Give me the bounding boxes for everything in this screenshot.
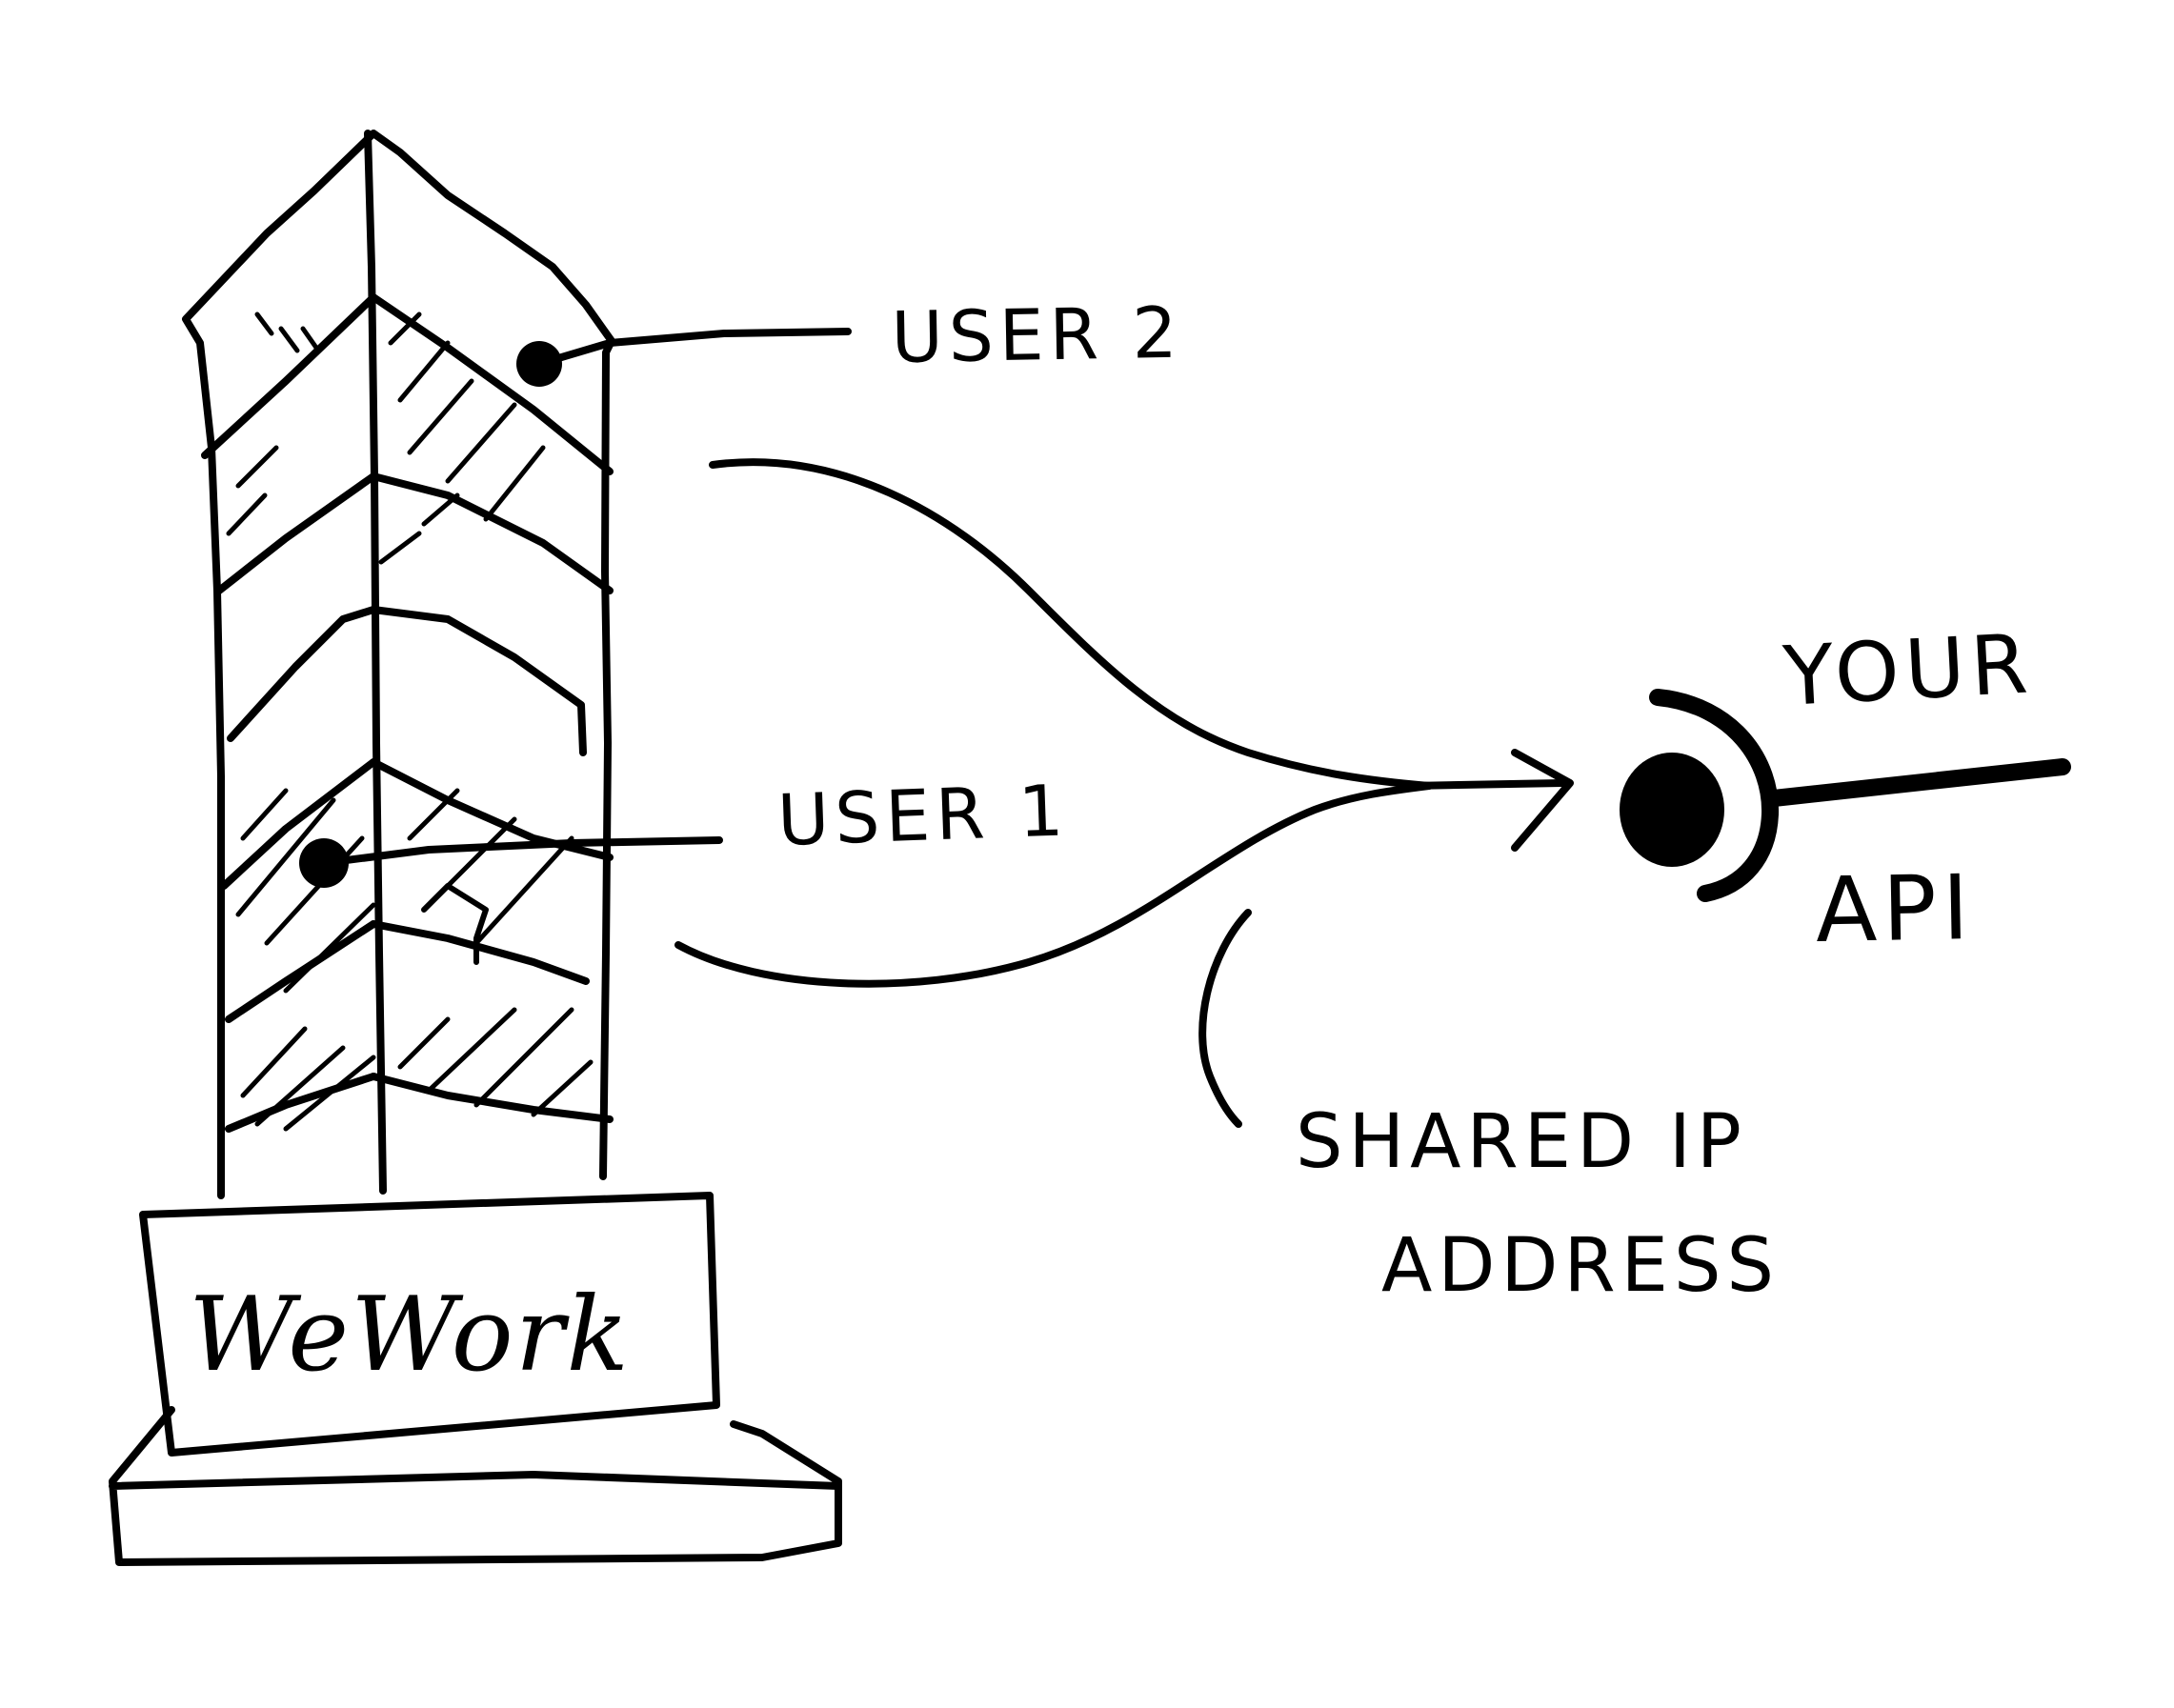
flow-lower (674, 782, 1433, 988)
api-endpoint (1620, 689, 2071, 902)
user-2-marker (516, 328, 852, 387)
center-squiggle (421, 883, 489, 965)
api-cable (1765, 758, 2071, 807)
flow-upper (709, 458, 1433, 790)
wework-sign-label: WeWork (189, 1276, 631, 1395)
api-socket-icon (1649, 689, 1780, 902)
user-2-label: USER 2 (890, 291, 1184, 379)
your-api-label-line1: YOUR (1781, 616, 2036, 725)
shared-ip-label-line1: SHARED IP (1296, 1099, 1747, 1185)
user-1-label: USER 1 (775, 770, 1071, 862)
plinth (109, 1406, 842, 1566)
traffic-flows (674, 458, 1574, 1128)
tower-outline (182, 130, 615, 1199)
shared-ip-label-line2: ADDRESS (1381, 1223, 1780, 1309)
flow-merged (1406, 779, 1566, 790)
shared-ip-leader (1198, 909, 1252, 1128)
user-2-leader (535, 328, 852, 368)
arrow-head (1511, 749, 1574, 852)
api-plug-icon (1620, 753, 1724, 867)
sign-box (139, 1192, 720, 1457)
right-face-lines (370, 293, 614, 1123)
office-tower (182, 130, 615, 1199)
left-face-lines (201, 293, 377, 1133)
building-base (109, 1192, 842, 1566)
tower-center-edge (364, 130, 387, 1195)
user-1-leader (320, 836, 723, 867)
user-1-marker (299, 836, 723, 888)
glass-hatching (226, 311, 594, 1132)
your-api-label-line2: API (1814, 856, 1976, 963)
